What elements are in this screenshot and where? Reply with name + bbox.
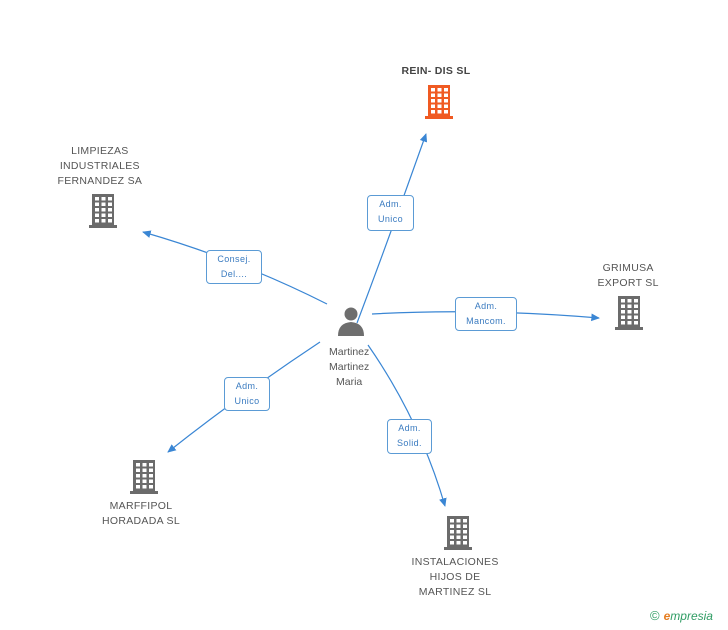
relation-label-line: Del.... [220, 269, 248, 279]
company-name-line: INDUSTRIALES [59, 160, 140, 172]
company-name-grimusa[interactable]: GRIMUSA EXPORT SL [598, 261, 659, 291]
company-name-line: GRIMUSA [602, 262, 654, 274]
building-icon[interactable] [615, 296, 643, 330]
relation-label-rein[interactable]: Adm. Unico [367, 195, 414, 231]
company-name-line: HORADADA SL [102, 515, 180, 527]
relation-label-limpiezas[interactable]: Consej. Del.... [206, 250, 262, 284]
relation-label-line: Adm. [379, 199, 402, 209]
company-name-line: HIJOS DE [429, 571, 481, 583]
company-name-instalaciones[interactable]: INSTALACIONES HIJOS DE MARTINEZ SL [412, 555, 499, 600]
empresia-watermark: ©empresia [650, 608, 713, 623]
building-icon[interactable] [425, 85, 453, 119]
relation-label-line: Unico [234, 396, 260, 406]
relation-label-line: Mancom. [466, 316, 506, 326]
company-name-rein[interactable]: REIN- DIS SL [402, 64, 471, 79]
copyright-symbol: © [650, 608, 660, 623]
person-icon[interactable] [338, 307, 364, 337]
relation-label-marffipol[interactable]: Adm. Unico [224, 377, 270, 411]
company-name-line: MARFFIPOL [109, 500, 173, 512]
person-name-line: Maria [336, 376, 363, 388]
building-icon[interactable] [89, 194, 117, 228]
company-name-line: FERNANDEZ SA [57, 175, 143, 187]
company-name-line: REIN- DIS SL [401, 65, 471, 77]
relation-label-line: Adm. [474, 301, 498, 311]
relation-label-instalaciones[interactable]: Adm. Solid. [387, 419, 432, 454]
relation-label-line: Adm. [398, 423, 421, 433]
building-icon[interactable] [130, 460, 158, 494]
company-name-line: MARTINEZ SL [418, 586, 492, 598]
company-name-line: INSTALACIONES [411, 556, 499, 568]
relation-label-grimusa[interactable]: Adm. Mancom. [455, 297, 517, 331]
person-name-line: Martinez [329, 346, 370, 358]
relation-label-line: Unico [377, 214, 403, 224]
relation-label-line: Adm. [235, 381, 259, 391]
company-name-line: EXPORT SL [597, 277, 659, 289]
brand-name: mpresia [670, 609, 713, 623]
company-name-line: LIMPIEZAS [71, 145, 129, 157]
company-name-marffipol[interactable]: MARFFIPOL HORADADA SL [102, 499, 180, 529]
relation-label-line: Solid. [397, 438, 422, 448]
person-name-line: Martinez [329, 361, 370, 373]
building-icon[interactable] [444, 516, 472, 550]
brand-initial: e [663, 609, 671, 623]
relation-label-line: Consej. [217, 254, 251, 264]
company-name-limpiezas[interactable]: LIMPIEZAS INDUSTRIALES FERNANDEZ SA [58, 144, 143, 189]
